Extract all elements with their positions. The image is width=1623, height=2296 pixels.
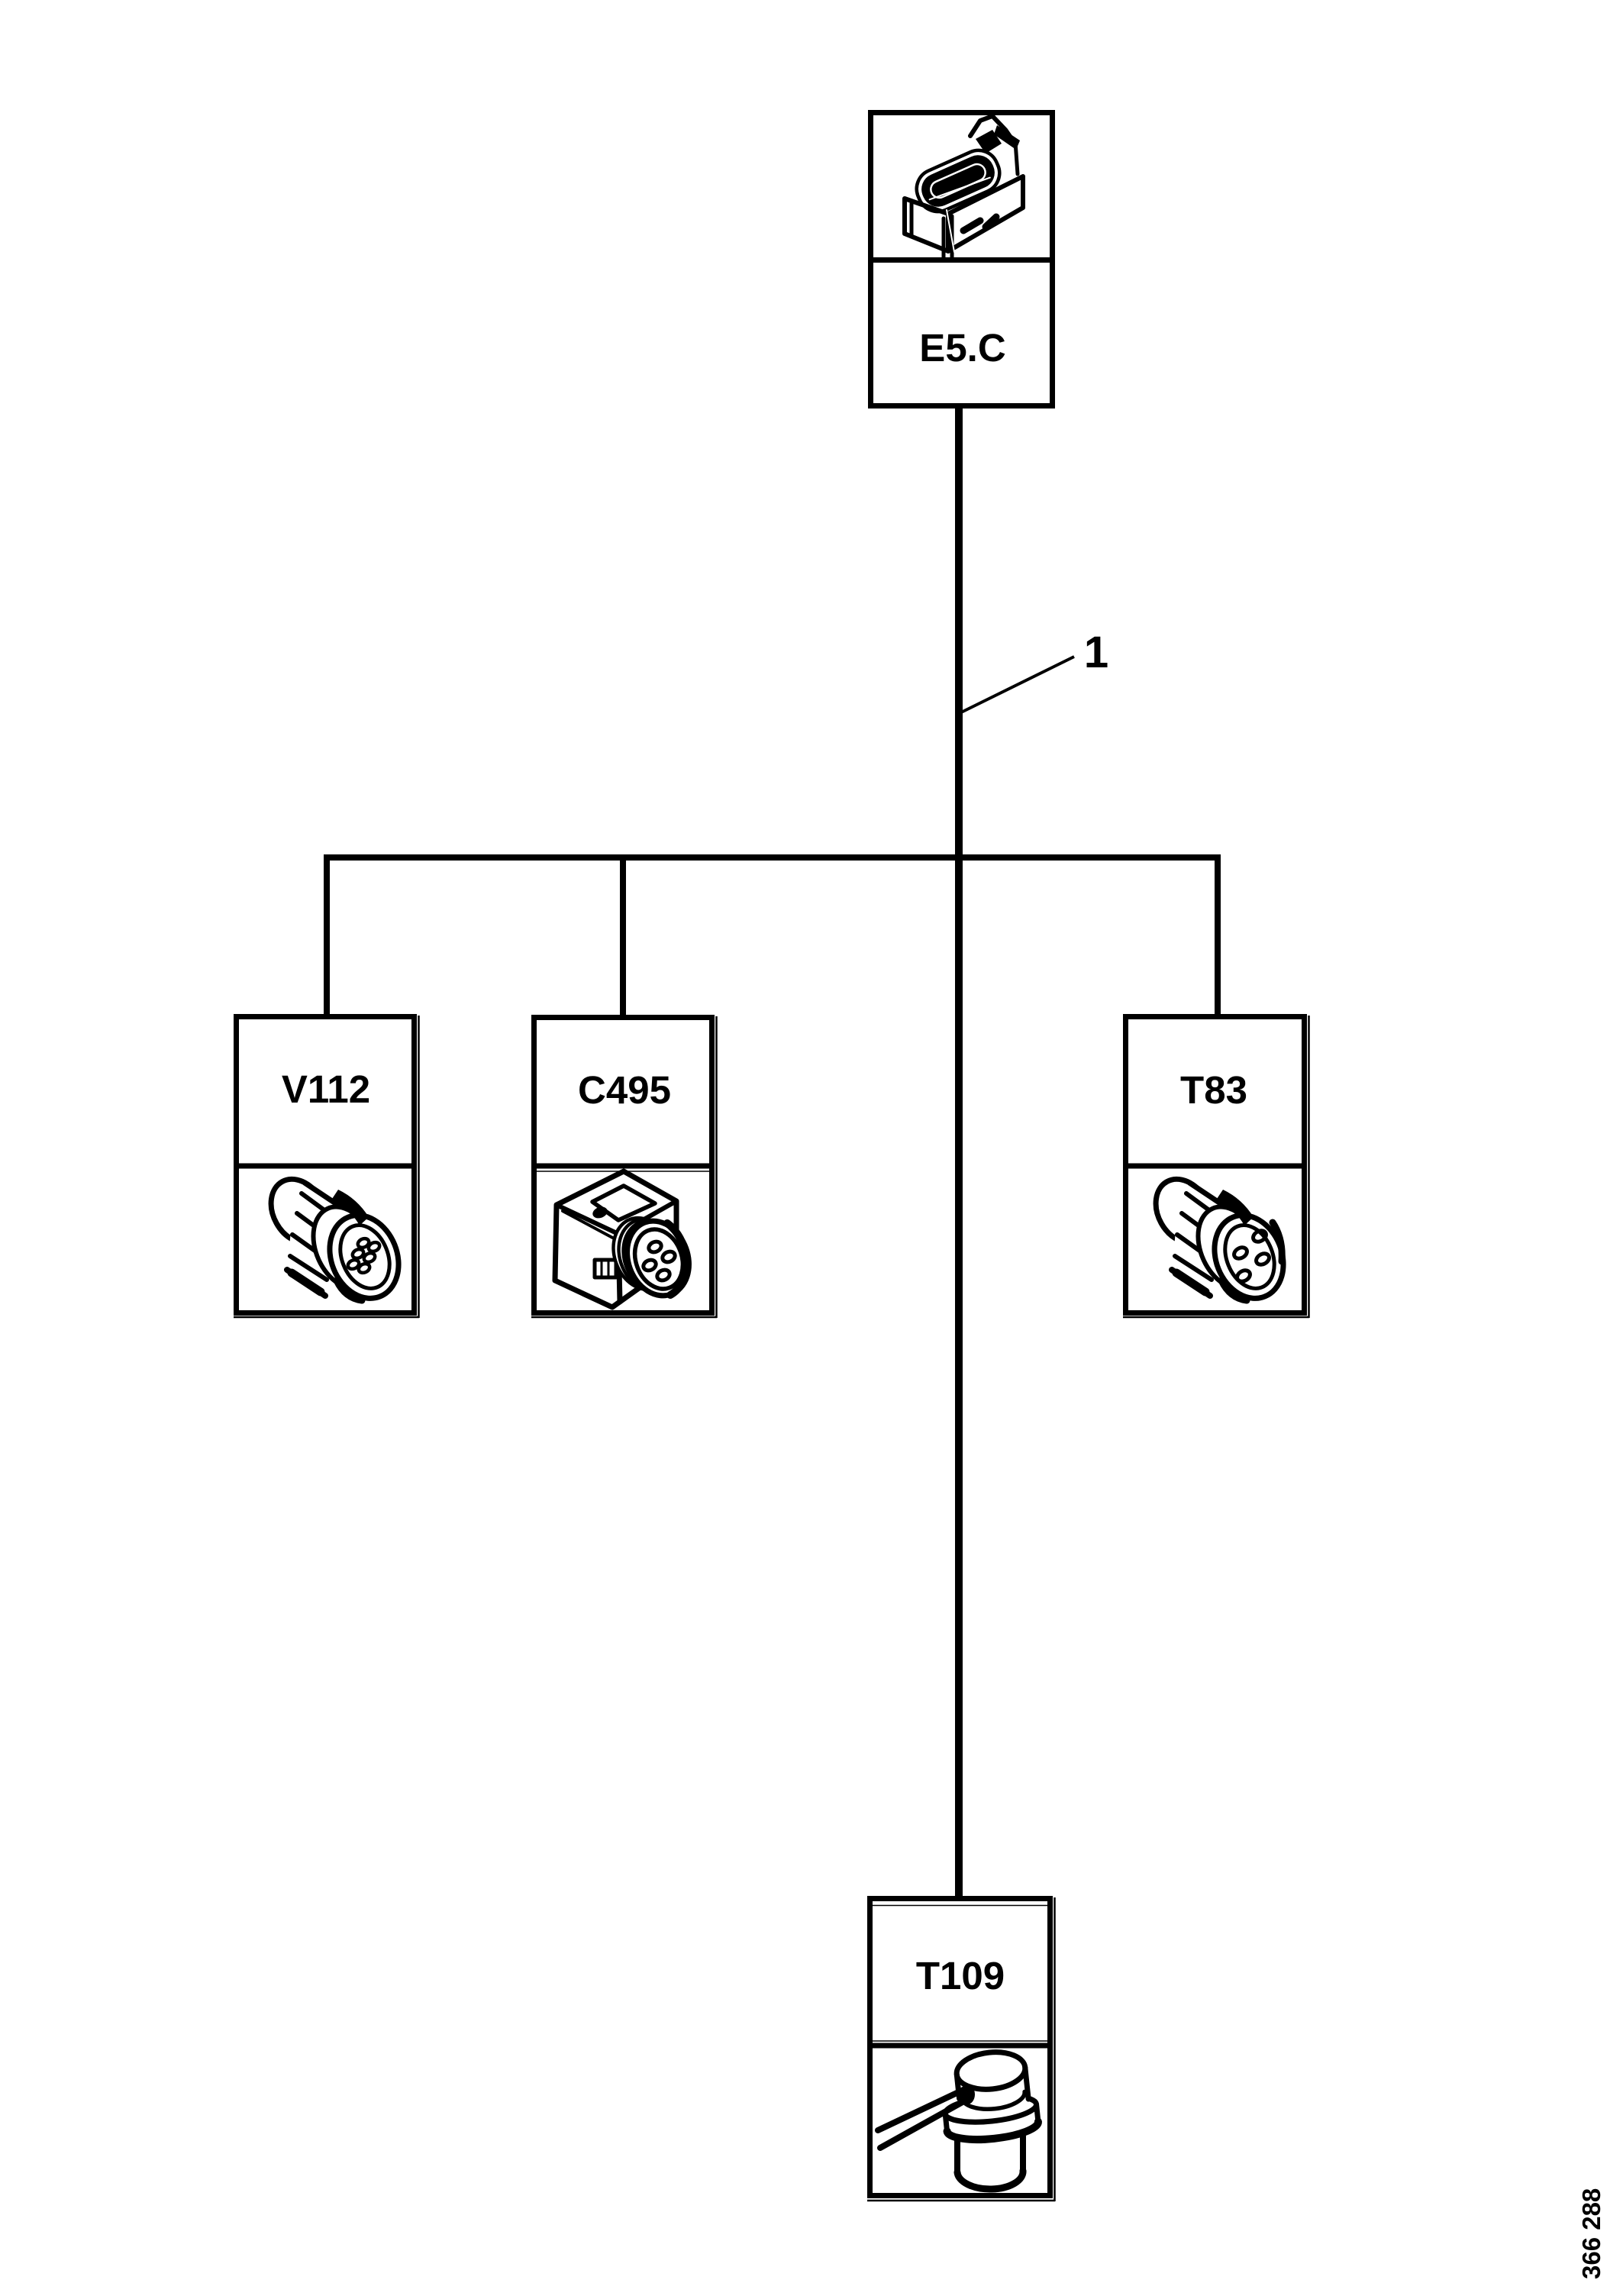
svg-text:V112: V112 xyxy=(282,1067,370,1111)
svg-text:T109: T109 xyxy=(916,1954,1005,1997)
svg-text:366 288: 366 288 xyxy=(1577,2188,1605,2279)
svg-text:C495: C495 xyxy=(578,1068,671,1112)
svg-text:T83: T83 xyxy=(1180,1068,1247,1112)
svg-text:1: 1 xyxy=(1084,628,1108,677)
svg-text:E5.C: E5.C xyxy=(919,326,1005,370)
